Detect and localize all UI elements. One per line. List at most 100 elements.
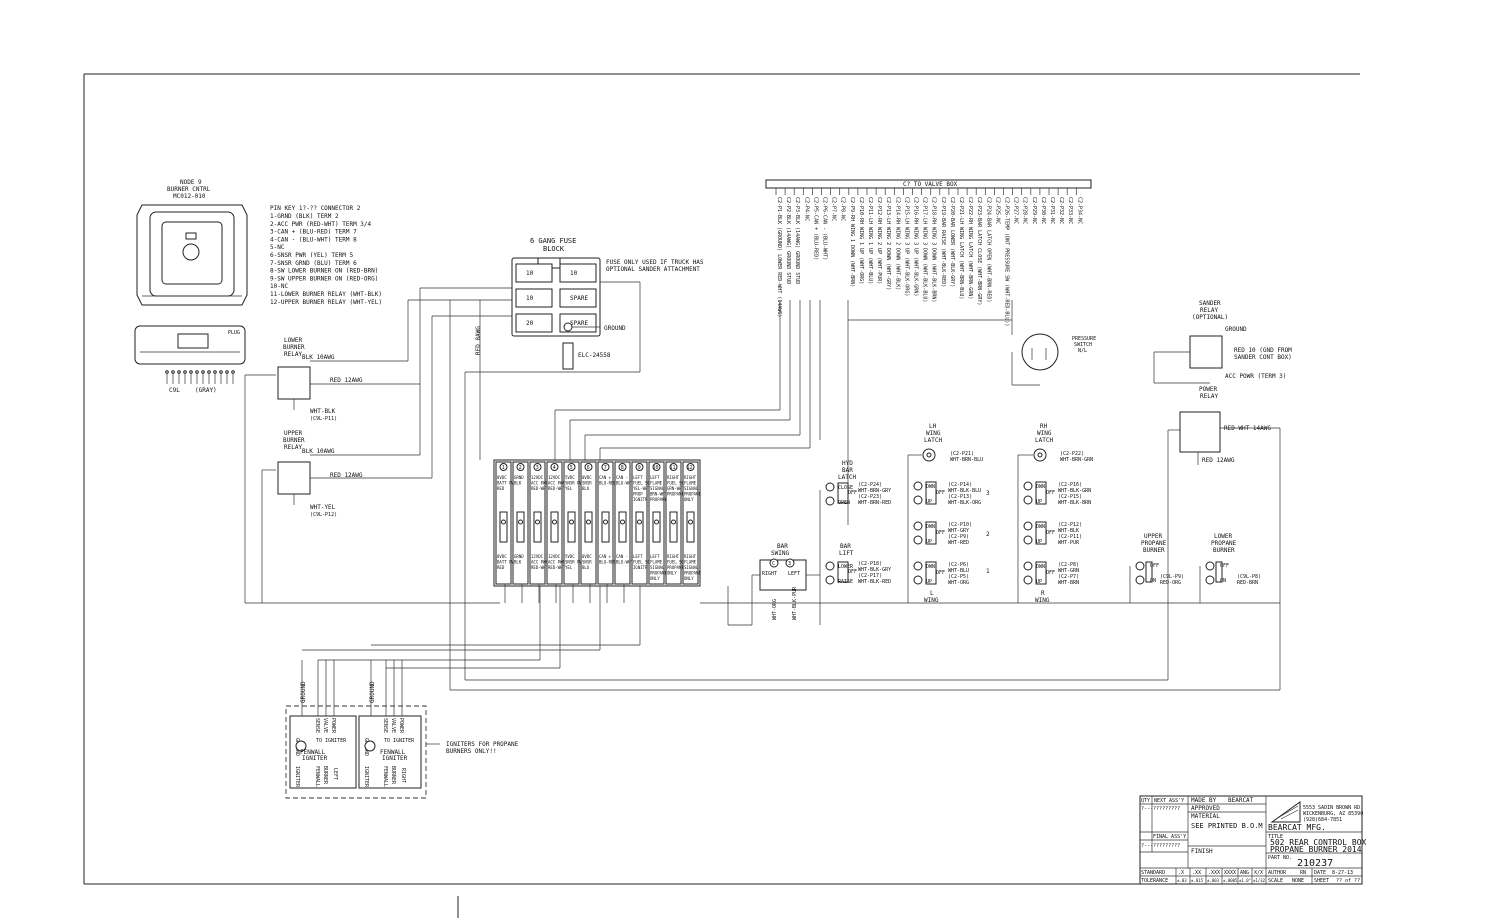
node-subtitle: BURNER CNTRL	[167, 186, 211, 193]
pressure-switch-icon	[1021, 333, 1059, 371]
fuse-block: 6 GANG FUSE BLOCK FUSE ONLY USED IF TRUC…	[475, 237, 704, 370]
terminal-top-label: LEFT	[650, 475, 660, 480]
terminal-bottom-label: PROPANE	[650, 571, 667, 576]
r-wing-switch-contact	[1023, 495, 1033, 505]
terminal-bottom-label: BLU-RED	[599, 560, 616, 565]
tb-date-label: DATE	[1314, 870, 1326, 876]
terminal-top-label: ONLY	[684, 497, 694, 502]
terminal-top-label: SNSR	[582, 481, 592, 486]
valve-wire-label: C2-P20-BAR LOWER (WHT-BLK-GRY)	[949, 197, 955, 287]
valve-wire-label: C2-P13-LH WING 2 DOWN (WHT-GRY)	[885, 197, 891, 290]
terminal-top-label: ACC PWR	[531, 481, 548, 486]
terminal-bottom-label: FLAME	[650, 560, 663, 565]
terminal-top-label: BRN-WHT	[650, 492, 667, 497]
sander-red-label1: RED 10 (GND FROM	[1234, 347, 1292, 354]
connector-pin-head	[189, 370, 193, 374]
terminal-top-label: CAN +	[599, 475, 612, 480]
terminal-bottom-label: ONLY	[667, 571, 677, 576]
fuse-slot	[515, 313, 553, 333]
l-wing-pin1: (C2-P10)	[948, 522, 972, 528]
valve-wire-label: C2-P21-LH WING LATCH (WHT-BRN-BLU)	[958, 197, 964, 299]
bar-lift-label1: BAR	[840, 543, 851, 550]
l-wing-wire1: WHT-GRY	[948, 528, 969, 534]
fuse-holder	[562, 342, 574, 370]
terminal-top-label: RED-WHT	[548, 486, 565, 491]
terminal-bottom-label: FUEL SOL	[633, 560, 653, 565]
terminal-top-label: YEL	[565, 486, 573, 491]
terminal-number-badge	[584, 463, 593, 471]
connector-pin-head	[231, 370, 235, 374]
terminal-screw	[635, 511, 644, 543]
terminal-top-label: FUEL SOL	[633, 481, 653, 486]
terminal-number: 10	[653, 465, 659, 471]
tb-tol-val: ±1/32	[1253, 878, 1266, 883]
pin-key-line: 12-UPPER BURNER RELAY (WHT-YEL)	[270, 299, 382, 306]
valve-wire-label: C2-P10-RH WING 1 UP (WHT-ORG)	[858, 197, 864, 284]
terminal-number-badge	[635, 463, 644, 471]
terminal-top-label: PROP	[633, 492, 643, 497]
lh-latch-label2: WING	[926, 430, 941, 437]
terminal-top-label: 8VDC	[497, 475, 507, 480]
terminal-top-label: ACC PWR	[548, 481, 565, 486]
igniter-right-b4: RIGHT	[400, 768, 406, 783]
valve-wire-label: C2-P26-TEMP (DNT PRESSURE SW (WHT-RED-BL…	[1004, 197, 1010, 326]
terminal-bottom-label: SNSR	[582, 560, 592, 565]
connector-pin-head	[165, 370, 169, 374]
lower-burner-label2: PROPANE	[1211, 540, 1237, 547]
l-wing-switch-contact	[913, 561, 923, 571]
tb-part-no: 210237	[1297, 858, 1333, 869]
bar-swing-label2: SWING	[771, 550, 789, 557]
terminal-screw	[499, 511, 508, 543]
connector-pin-head	[207, 370, 211, 374]
fuse-rating: SPARE	[570, 295, 588, 302]
l-wing-switch-contact	[913, 481, 923, 491]
hyd-latch-label3: LATCH	[838, 474, 856, 481]
connector-label: C9L	[169, 387, 180, 394]
lower-relay-red: RED 12AWG	[330, 377, 363, 384]
terminal-top-label: 0VDC	[582, 475, 592, 480]
valve-wire-label: C2-P16-RH WING 3 UP (WHT-BLK-GRN)	[913, 197, 919, 296]
r-wing-wire2: WHT-BRN	[1058, 580, 1079, 586]
r-wing-dwn: DWN	[1036, 484, 1045, 490]
terminal-number: 12	[687, 465, 693, 471]
terminal-bottom-label: RED-WHT	[548, 565, 565, 570]
r-wing-wire1: WHT-BLK-GRN	[1058, 488, 1091, 494]
terminal-number-badge	[669, 463, 678, 471]
bar-swing-label1: BAR	[777, 543, 788, 550]
valve-wire-label: C2-P19-BAR RAISE (WHT-BLK-RED)	[940, 197, 946, 287]
l-wing-pin2: (C2-P13)	[948, 494, 972, 500]
l-wing-off: OFF	[936, 570, 945, 576]
hyd-latch-off: OFF	[848, 490, 857, 496]
terminal-screw	[686, 511, 695, 543]
terminal-number: 8	[621, 465, 624, 471]
terminal-number: 7	[604, 465, 607, 471]
terminal-top-label: 12VDC	[531, 475, 544, 480]
node-title: NODE 9	[180, 179, 202, 186]
lower-burner-label1: LOWER	[1214, 533, 1232, 540]
rh-latch-label3: LATCH	[1035, 437, 1053, 444]
terminal-bottom-label: LEFT	[633, 554, 643, 559]
lower-burner-label3: BURNER	[1213, 547, 1235, 554]
l-wing-switch-contact	[913, 495, 923, 505]
l-wing-wire2: WHT-RED	[948, 540, 969, 546]
r-wing-label2: WING	[1035, 597, 1050, 604]
tb-material-val: SEE PRINTED B.O.M	[1191, 822, 1263, 830]
terminal-bottom-label: LEFT	[650, 554, 660, 559]
l-wing-dwn: DWN	[926, 524, 935, 530]
fuse-slot	[515, 263, 553, 283]
terminal-bottom-label: SIGNAL	[684, 565, 699, 570]
valve-wire-label: C2-P32-NC	[1058, 197, 1064, 224]
terminal-bottom-label: 12VDC	[531, 554, 544, 559]
igniter-right-b2: FENWALL	[382, 766, 388, 787]
title-block: QTY NEXT ASS'Y ?---????????? MADE BY BEA…	[1139, 795, 1367, 885]
tb-title2: PROPANE BURNER 2014	[1270, 845, 1362, 854]
ground-label: GROUND	[604, 325, 626, 332]
igniter-left-icon	[295, 740, 307, 752]
tb-std1: STANDARD	[1141, 870, 1165, 876]
terminal-bottom-label: ONLY	[684, 576, 694, 581]
svg-text:PLUG: PLUG	[228, 330, 240, 336]
terminal-bottom-label: CAN -	[616, 554, 628, 559]
terminal-screw	[584, 511, 593, 543]
terminal-top-label: FLAME	[684, 481, 697, 486]
lower-relay-label2: BURNER	[283, 344, 305, 351]
